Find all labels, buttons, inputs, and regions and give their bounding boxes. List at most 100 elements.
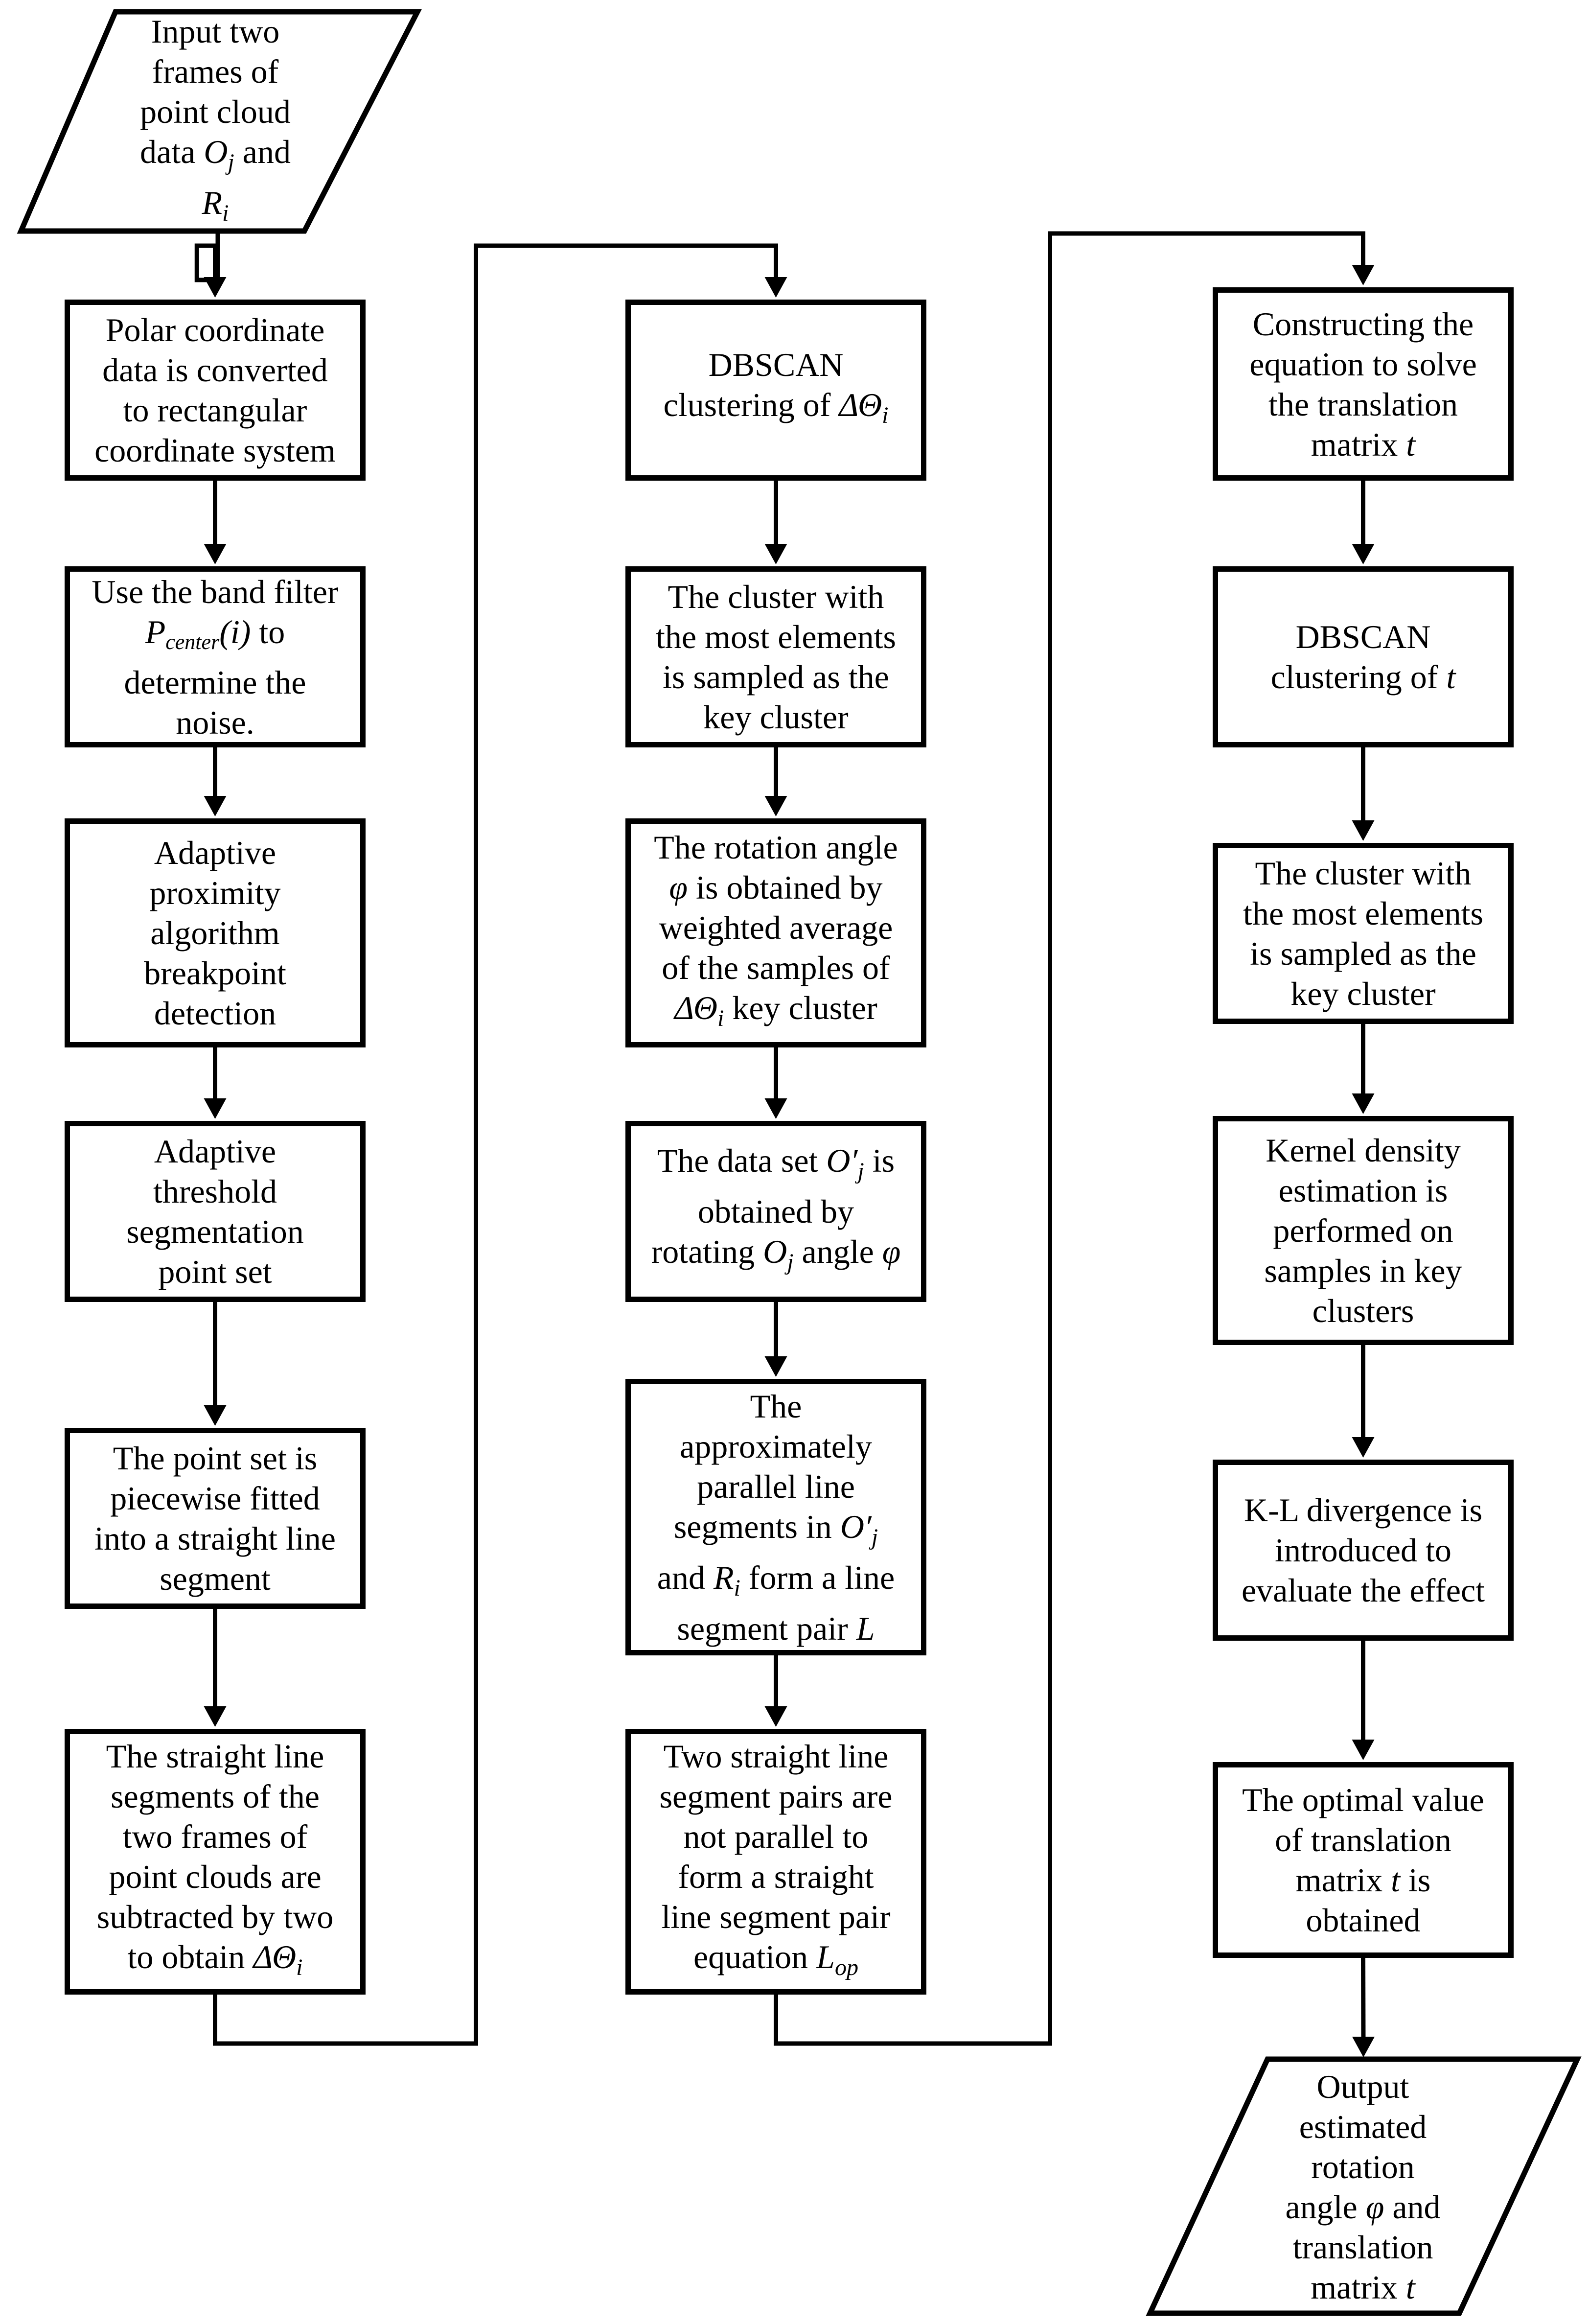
node-label: DBSCAN clustering of ΔΘi <box>664 345 889 436</box>
label-text: and <box>242 133 291 170</box>
label-text: and translation matrix <box>1292 2188 1441 2306</box>
label-text: is obtained <box>1306 1861 1431 1939</box>
arrowhead <box>1352 1093 1375 1114</box>
label-text: The optimal value of translation matrix <box>1242 1781 1484 1899</box>
arrowhead <box>1352 265 1375 285</box>
label-text: The cluster with the most elements is sa… <box>1243 855 1483 1012</box>
arrowhead <box>764 277 787 298</box>
node-fit: The point set is piecewise fitted into a… <box>65 1428 366 1609</box>
math-symbol: φ <box>1365 2188 1384 2226</box>
label-text: Use the band filter <box>92 573 339 610</box>
arrowhead <box>204 1706 227 1727</box>
label-text: Input two frames of point cloud data <box>140 13 291 170</box>
math-symbol: O <box>204 133 228 170</box>
node-two-pairs: Two straight line segment pairs are not … <box>625 1729 926 1995</box>
arrowhead <box>1352 1437 1375 1458</box>
node-label: Constructing the equation to solve the t… <box>1249 304 1477 465</box>
node-label: The point set is piecewise fitted into a… <box>94 1438 336 1599</box>
arrowhead <box>204 1405 227 1426</box>
node-label: The data set O′j is obtained by rotating… <box>651 1140 901 1282</box>
node-optimal: The optimal value of translation matrix … <box>1213 1762 1514 1958</box>
node-label: The cluster with the most elements is sa… <box>656 577 896 737</box>
math-symbol: φ <box>669 869 688 906</box>
label-text: key cluster <box>724 989 877 1026</box>
label-text: Adaptive threshold segmentation point se… <box>126 1133 304 1290</box>
node-label: Polar coordinate data is converted to re… <box>94 310 336 470</box>
arrow-line <box>1361 1957 1366 2043</box>
arrowhead <box>764 1356 787 1377</box>
node-label: Output estimated rotation angle φ and tr… <box>1285 2067 1440 2307</box>
arrowhead <box>204 544 227 564</box>
node-label: DBSCAN clustering of t <box>1271 617 1456 697</box>
node-key-cluster-1: The cluster with the most elements is sa… <box>625 566 926 747</box>
math-symbol: (i) <box>219 613 251 651</box>
label-text: K-L divergence is introduced to evaluate… <box>1241 1491 1485 1609</box>
math-symbol: ΔΘ <box>674 989 717 1026</box>
arrowhead <box>204 277 227 298</box>
arrowhead <box>204 1098 227 1119</box>
arrowhead <box>764 1098 787 1119</box>
label-text: form a line segment pair <box>677 1558 895 1647</box>
io-shapes <box>17 9 1582 2316</box>
node-sub: The straight line segments of the two fr… <box>65 1729 366 1995</box>
node-label: The cluster with the most elements is sa… <box>1243 853 1483 1014</box>
math-subscript: i <box>717 1005 724 1031</box>
node-parallel: The approximately parallel line segments… <box>625 1379 926 1655</box>
node-band: Use the band filter Pcenter(i) to determ… <box>65 566 366 747</box>
math-symbol: O <box>763 1233 787 1270</box>
label-text: to determine the noise. <box>124 613 306 741</box>
node-polar: Polar coordinate data is converted to re… <box>65 300 366 481</box>
label-text: The cluster with the most elements is sa… <box>655 578 896 736</box>
math-subscript: i <box>222 200 229 226</box>
arrowhead <box>764 1706 787 1727</box>
node-dbscan-theta: DBSCAN clustering of ΔΘi <box>625 300 926 481</box>
label-text: Constructing the equation to solve the t… <box>1249 305 1477 463</box>
node-label: Two straight line segment pairs are not … <box>660 1736 893 1988</box>
arrowhead <box>1352 2037 1375 2057</box>
math-subscript: j <box>787 1249 794 1275</box>
math-symbol: t <box>1406 425 1416 463</box>
output-parallelogram <box>1146 2056 1582 2316</box>
label-text: is obtained by weighted average of the s… <box>659 869 893 986</box>
node-label: The approximately parallel line segments… <box>657 1386 895 1649</box>
math-symbol: t <box>1405 2268 1415 2306</box>
math-symbol: O′ <box>840 1508 872 1545</box>
node-label: Input two frames of point cloud data Oj … <box>140 11 291 233</box>
label-text: Kernel density estimation is performed o… <box>1264 1132 1462 1329</box>
node-label: The rotation angle φ is obtained by weig… <box>654 827 898 1039</box>
math-subscript: op <box>834 1954 858 1980</box>
math-symbol: R <box>713 1558 734 1596</box>
node-key-cluster-2: The cluster with the most elements is sa… <box>1213 843 1514 1024</box>
math-symbol: P <box>145 613 166 651</box>
input-parallelogram <box>17 9 422 234</box>
node-kde: Kernel density estimation is performed o… <box>1213 1116 1514 1345</box>
math-subscript: j <box>857 1158 864 1184</box>
node-label: Adaptive proximity algorithm breakpoint … <box>144 833 286 1033</box>
label-text: The data set <box>657 1142 827 1179</box>
arrowhead <box>204 796 227 816</box>
label-text: The rotation angle <box>654 829 898 866</box>
arrowhead <box>1352 544 1375 564</box>
math-symbol: R <box>202 184 223 221</box>
arrowhead <box>764 544 787 564</box>
arrow-line <box>774 231 1365 2046</box>
math-subscript: j <box>228 149 234 175</box>
arrow-line <box>194 231 220 283</box>
math-symbol: O′ <box>826 1142 858 1179</box>
label-text: DBSCAN clustering of <box>663 346 844 423</box>
arrowhead <box>764 796 787 816</box>
node-label: The straight line segments of the two fr… <box>97 1736 333 1988</box>
node-label: Adaptive threshold segmentation point se… <box>126 1131 304 1292</box>
math-subscript: j <box>871 1524 878 1550</box>
label-text: DBSCAN clustering of <box>1270 618 1438 696</box>
label-text: Polar coordinate data is converted to re… <box>94 311 336 469</box>
node-rotation: The rotation angle φ is obtained by weig… <box>625 818 926 1047</box>
math-subscript: i <box>882 402 889 428</box>
math-symbol: ΔΘ <box>253 1938 297 1975</box>
node-dataset: The data set O′j is obtained by rotating… <box>625 1121 926 1302</box>
label-text: angle <box>793 1233 882 1270</box>
node-label: Kernel density estimation is performed o… <box>1264 1130 1462 1331</box>
math-subscript: i <box>296 1954 303 1980</box>
label-text: The point set is piecewise fitted into a… <box>94 1440 336 1597</box>
